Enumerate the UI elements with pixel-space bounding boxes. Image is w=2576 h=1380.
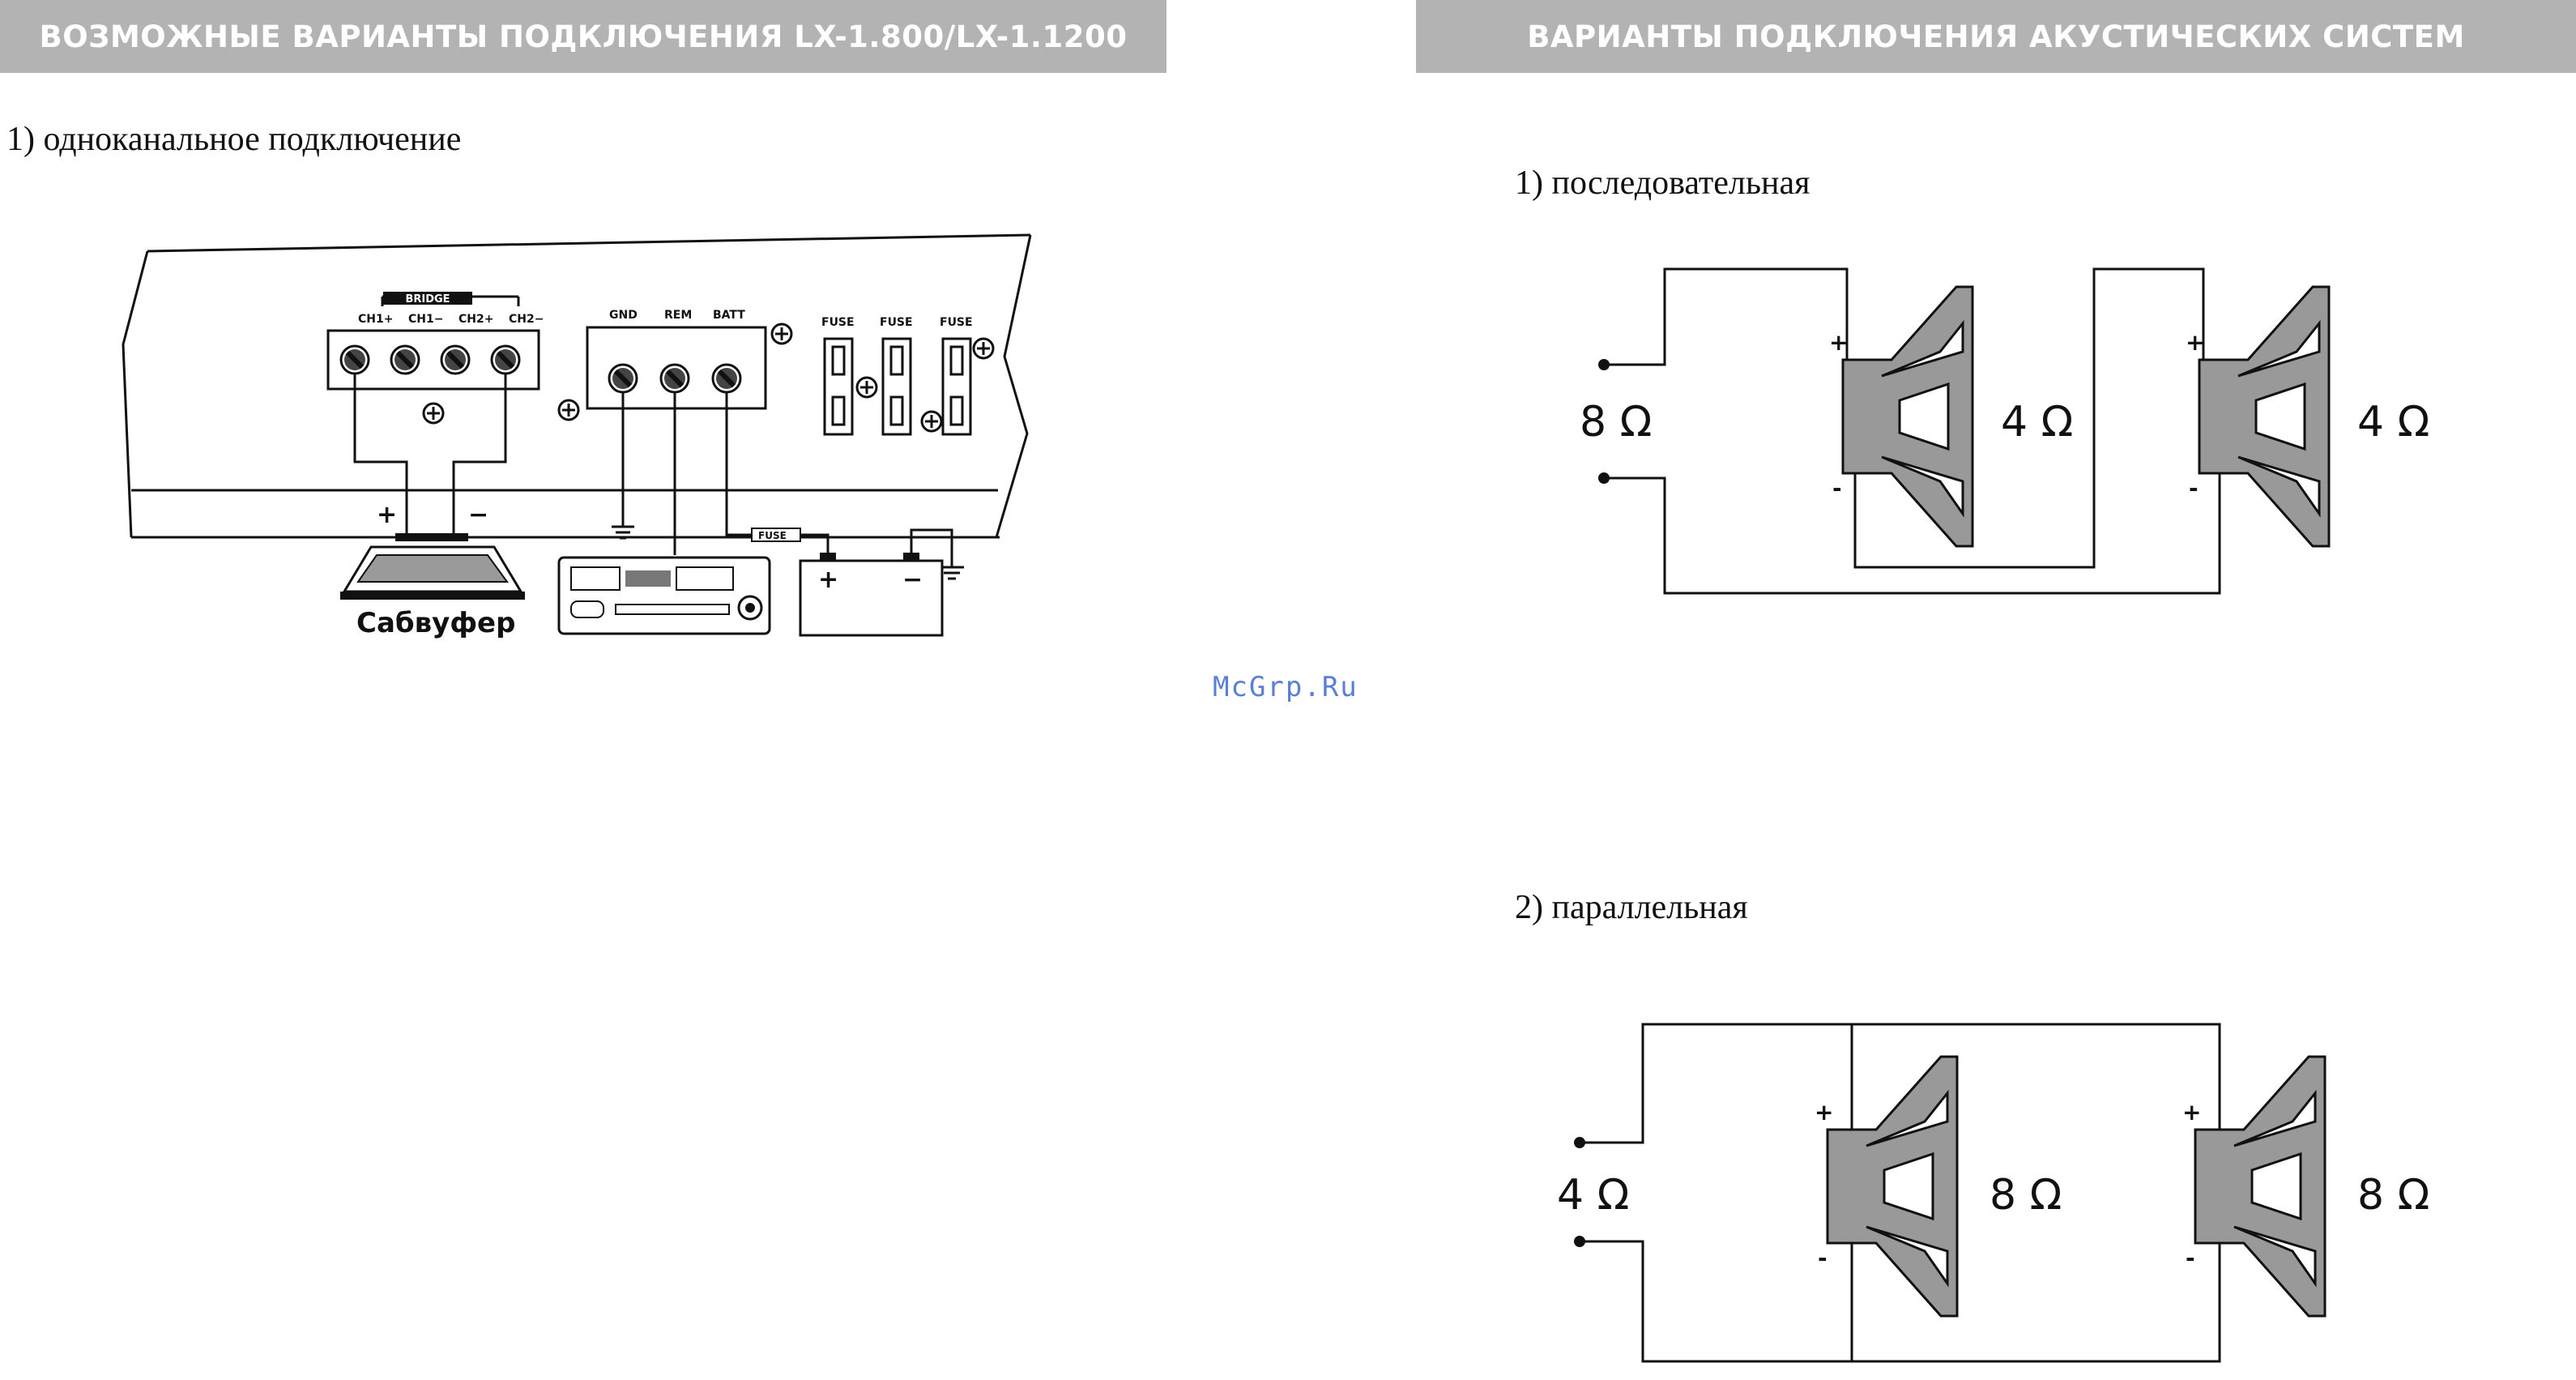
- gnd-terminal: [609, 365, 637, 392]
- series-speaker-1-plus: +: [1829, 329, 1848, 356]
- parallel-connection-diagram: 4 Ω + - 8 Ω + - 8 Ω: [1572, 1013, 2495, 1369]
- ch1-plus-terminal: [341, 346, 369, 374]
- batt-label: BATT: [713, 309, 745, 322]
- fuse3-label: FUSE: [940, 316, 973, 329]
- parallel-speaker-2-plus: +: [2182, 1099, 2201, 1126]
- battery-plus-sign: +: [818, 566, 838, 594]
- speaker-terminal-block: BRIDGE CH1+ CH1− CH2+ CH2−: [328, 292, 544, 423]
- battery: + −: [800, 553, 942, 635]
- battery-minus-sign: −: [902, 566, 923, 594]
- parallel-speaker-2-impedance: 8 Ω: [2357, 1171, 2429, 1220]
- ch2-plus-label: CH2+: [458, 313, 493, 326]
- rem-label: REM: [664, 309, 692, 322]
- series-speaker-1: [1843, 287, 1973, 546]
- ch2-minus-label: CH2−: [509, 313, 544, 326]
- amplifier-wiring-diagram: BRIDGE CH1+ CH1− CH2+ CH2− GND REM BATT …: [97, 227, 1150, 648]
- ch1-plus-label: CH1+: [358, 313, 393, 326]
- series-speaker-1-minus: -: [1832, 475, 1842, 502]
- series-speaker-2-plus: +: [2186, 329, 2204, 356]
- inline-fuse-label: FUSE: [758, 530, 787, 541]
- parallel-title: 2) параллельная: [1515, 888, 1748, 927]
- fuse1-label: FUSE: [821, 316, 855, 329]
- series-speaker-2-impedance: 4 Ω: [2357, 398, 2429, 446]
- rem-terminal: [661, 365, 689, 392]
- parallel-speaker-1-minus: -: [1818, 1245, 1828, 1271]
- parallel-speaker-1-plus: +: [1815, 1099, 1833, 1126]
- batt-terminal: [713, 365, 740, 392]
- parallel-speaker-1: [1828, 1057, 1957, 1316]
- parallel-speaker-2: [2195, 1057, 2325, 1316]
- fuse-block: FUSE FUSE FUSE: [821, 316, 993, 434]
- series-title: 1) последовательная: [1515, 164, 1810, 203]
- parallel-speaker-2-minus: -: [2186, 1245, 2195, 1271]
- subwoofer: + − Сабвуфер: [340, 501, 525, 639]
- series-speaker-2-minus: -: [2189, 475, 2199, 502]
- ch1-minus-terminal: [391, 346, 419, 374]
- ch1-minus-label: CH1−: [408, 313, 443, 326]
- head-unit: [559, 558, 770, 634]
- sub-minus-sign: −: [468, 501, 488, 529]
- left-page-header: ВОЗМОЖНЫЕ ВАРИАНТЫ ПОДКЛЮЧЕНИЯ LX-1.800/…: [0, 0, 1166, 73]
- ch2-plus-terminal: [441, 346, 469, 374]
- parallel-total-impedance: 4 Ω: [1557, 1171, 1629, 1220]
- ch2-minus-terminal: [492, 346, 519, 374]
- series-speaker-1-impedance: 4 Ω: [2001, 398, 2073, 446]
- right-page-header: ВАРИАНТЫ ПОДКЛЮЧЕНИЯ АКУСТИЧЕСКИХ СИСТЕМ: [1416, 0, 2576, 73]
- single-channel-title: 1) одноканальное подключение: [6, 120, 461, 159]
- series-total-impedance: 8 Ω: [1580, 398, 1652, 446]
- bridge-label: BRIDGE: [405, 293, 450, 305]
- parallel-speaker-1-impedance: 8 Ω: [1990, 1171, 2062, 1220]
- fuse2-label: FUSE: [880, 316, 913, 329]
- watermark: McGrp.Ru: [1213, 671, 1358, 703]
- gnd-label: GND: [609, 309, 638, 322]
- subwoofer-label: Сабвуфер: [356, 607, 515, 639]
- series-connection-diagram: 8 Ω + - 4 Ω + - 4 Ω: [1572, 259, 2495, 616]
- sub-plus-sign: +: [377, 501, 397, 529]
